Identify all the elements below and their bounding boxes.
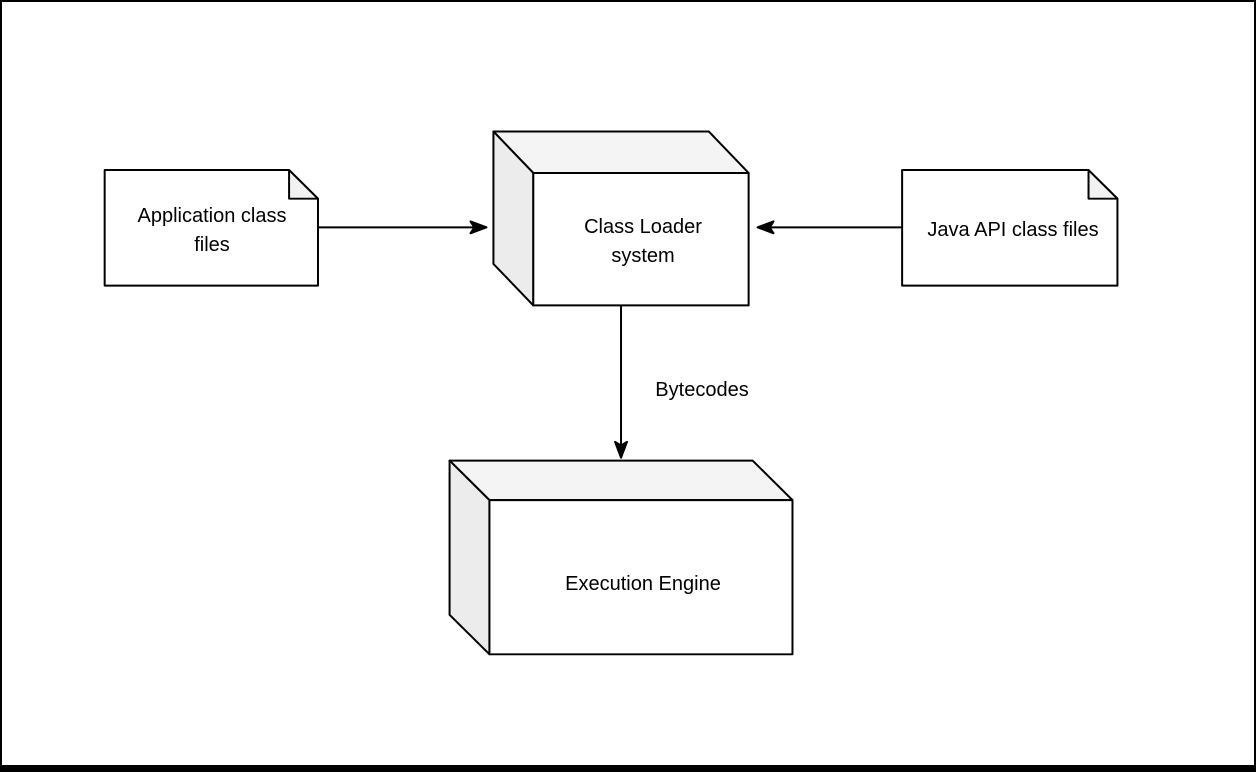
class-loader-system-node (492, 130, 750, 307)
note-fold-icon (288, 169, 319, 200)
note-fold-icon (1087, 169, 1119, 200)
application-class-files-node (103, 169, 319, 287)
java-api-class-files-node (901, 169, 1119, 287)
bytecodes-edge-label: Bytecodes (655, 379, 749, 401)
execution-engine-node (448, 459, 794, 656)
